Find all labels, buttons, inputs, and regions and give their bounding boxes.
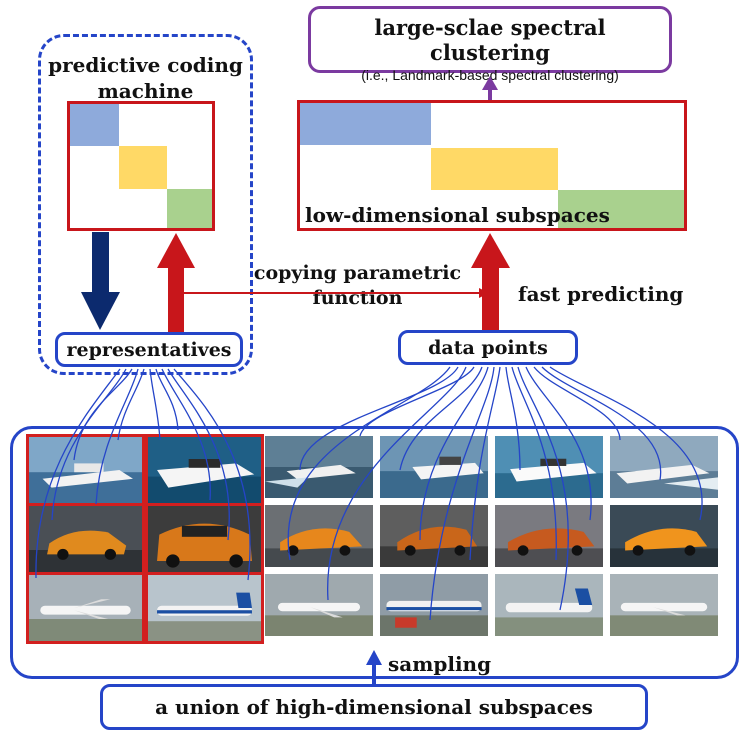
data-car-1 bbox=[265, 505, 373, 567]
spectral-clustering-title: large-sclae spectral clustering bbox=[374, 15, 606, 65]
matrix-block-yellow bbox=[119, 146, 167, 189]
data-yacht-2 bbox=[380, 436, 488, 498]
representative-airplane-1 bbox=[26, 572, 145, 644]
representatives-box: representatives bbox=[55, 332, 243, 367]
spectral-clustering-box: large-sclae spectral clustering (i.e., L… bbox=[308, 6, 672, 83]
copy-label-line1: copying parametric bbox=[253, 262, 462, 284]
representatives-label: representatives bbox=[66, 338, 232, 361]
matrix-block-blue bbox=[70, 104, 119, 146]
large-block-yellow bbox=[431, 148, 558, 190]
datapoint-links bbox=[287, 366, 703, 621]
data-points-box: data points bbox=[398, 330, 578, 365]
coding-matrix-large bbox=[297, 100, 687, 231]
fast-predicting-label: fast predicting bbox=[518, 282, 684, 306]
data-car-3 bbox=[495, 505, 603, 567]
spectral-clustering-subtitle: (i.e., Landmark-based spectral clusterin… bbox=[361, 67, 619, 83]
representative-yacht-2 bbox=[145, 434, 264, 506]
predictive-coding-machine-container bbox=[38, 34, 253, 375]
data-airplane-4 bbox=[610, 574, 718, 636]
arrow-representatives-to-matrix bbox=[157, 233, 195, 332]
representative-airplane-2 bbox=[145, 572, 264, 644]
sampling-arrow bbox=[366, 650, 382, 684]
arrow-matrix-to-representatives bbox=[81, 232, 120, 330]
data-airplane-3 bbox=[495, 574, 603, 636]
high-dimensional-subspaces-box: a union of high-dimensional subspaces bbox=[100, 684, 648, 730]
data-yacht-3 bbox=[495, 436, 603, 498]
low-dimensional-subspaces-label: low-dimensional subspaces bbox=[305, 203, 610, 227]
large-block-blue bbox=[300, 103, 431, 145]
representative-links bbox=[35, 368, 251, 581]
coding-matrix-small bbox=[67, 101, 215, 231]
data-airplane-1 bbox=[265, 574, 373, 636]
arrow-to-spectral-clustering bbox=[482, 76, 498, 100]
data-yacht-1 bbox=[265, 436, 373, 498]
data-car-4 bbox=[610, 505, 718, 567]
matrix-block-green bbox=[167, 189, 212, 228]
pcm-title: predictive coding machine bbox=[48, 53, 243, 103]
sampling-label: sampling bbox=[388, 652, 492, 676]
large-block-green bbox=[558, 190, 684, 228]
data-points-label: data points bbox=[428, 336, 548, 359]
arrow-datapoints-to-matrix bbox=[471, 233, 510, 330]
data-yacht-4 bbox=[610, 436, 718, 498]
high-dimensional-subspaces-label: a union of high-dimensional subspaces bbox=[155, 695, 593, 719]
representative-car-1 bbox=[26, 503, 145, 575]
